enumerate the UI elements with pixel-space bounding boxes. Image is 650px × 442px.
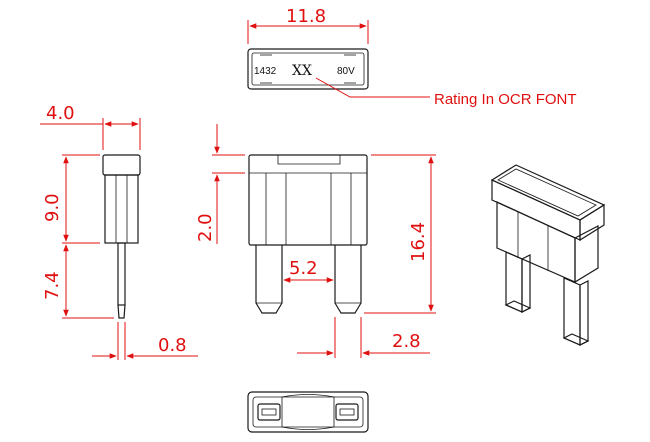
dim-total-height: 16.4 <box>364 154 436 314</box>
side-view <box>102 154 141 319</box>
dim-side-width-label: 4.0 <box>46 103 75 124</box>
dim-blade-gap: 5.2 <box>283 258 334 283</box>
isometric-view <box>490 164 606 346</box>
dim-blade-width-label: 2.8 <box>392 331 421 352</box>
dim-side-blade-height-label: 7.4 <box>42 271 63 300</box>
dim-width-top: 11.8 <box>247 6 369 44</box>
dim-blade-thickness: 0.8 <box>92 322 198 360</box>
front-view <box>248 154 368 314</box>
dim-side-body-height-label: 9.0 <box>42 193 63 222</box>
rating-callout-label: Rating In OCR FONT <box>434 91 577 108</box>
dim-shoulder-label: 2.0 <box>195 213 216 242</box>
dim-shoulder: 2.0 <box>195 124 245 244</box>
dim-blade-gap-label: 5.2 <box>289 258 318 279</box>
dim-blade-thickness-label: 0.8 <box>158 335 187 356</box>
top-view: 1432 XX 80V <box>247 48 369 90</box>
bottom-view <box>247 391 369 433</box>
dim-side-width: 4.0 <box>40 103 141 150</box>
top-view-rating-text: XX <box>292 63 312 79</box>
dim-total-height-label: 16.4 <box>408 222 429 262</box>
top-view-voltage-text: 80V <box>337 66 355 77</box>
rating-callout: Rating In OCR FONT <box>315 77 577 108</box>
dim-side-heights: 9.0 7.4 <box>42 154 114 319</box>
dim-width-top-label: 11.8 <box>286 6 326 27</box>
dim-blade-width: 2.8 <box>297 317 430 358</box>
top-view-code-text: 1432 <box>254 66 277 77</box>
